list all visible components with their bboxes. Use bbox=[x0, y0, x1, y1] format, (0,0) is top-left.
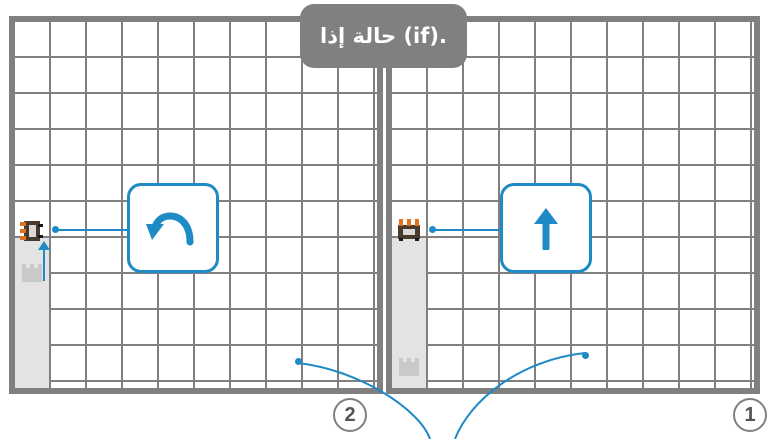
ghost-robot-icon bbox=[22, 264, 42, 282]
leader-line bbox=[432, 229, 512, 231]
turn-left-icon bbox=[146, 212, 194, 246]
robot-icon bbox=[398, 219, 420, 241]
up-arrow-icon bbox=[38, 241, 50, 281]
grid-panel-1 bbox=[386, 16, 760, 394]
leader-dot bbox=[429, 226, 436, 233]
if-condition-label: حالة إذا (if). bbox=[300, 4, 467, 68]
robot-icon bbox=[20, 221, 43, 241]
ghost-robot-icon bbox=[399, 358, 419, 376]
turn-left-command-card bbox=[127, 183, 219, 273]
leader-dot bbox=[52, 226, 59, 233]
panel-number-badge-2: 2 bbox=[333, 398, 367, 432]
leader-line bbox=[55, 229, 135, 231]
up-arrow-icon bbox=[534, 208, 558, 250]
label-text: حالة إذا (if). bbox=[320, 24, 447, 48]
badge-number: 1 bbox=[744, 403, 756, 426]
grid-panel-2 bbox=[9, 16, 383, 394]
move-forward-command-card bbox=[500, 183, 592, 273]
badge-number: 2 bbox=[344, 403, 356, 426]
connector-dot bbox=[295, 358, 302, 365]
connector-dot bbox=[582, 352, 589, 359]
panel-number-badge-1: 1 bbox=[733, 398, 767, 432]
